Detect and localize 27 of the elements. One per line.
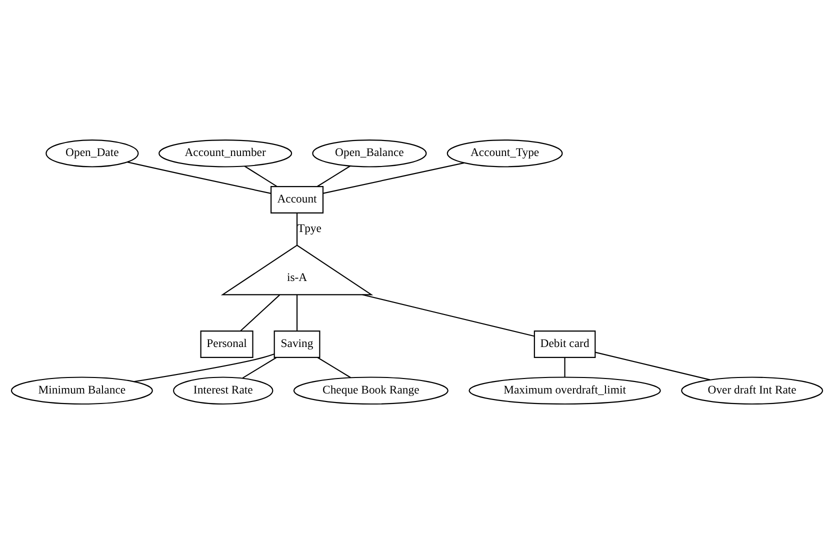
- node-box: Saving: [274, 330, 320, 358]
- node-box: Personal: [200, 330, 254, 358]
- node-ellipse: Over draft Int Rate: [681, 376, 824, 404]
- connector: [595, 351, 710, 380]
- connector: [317, 356, 351, 378]
- node-box: Debit card: [534, 330, 596, 358]
- node-box: Account: [270, 186, 324, 213]
- node-ellipse: Open_Date: [46, 138, 139, 167]
- connector: [134, 353, 274, 382]
- connector: [564, 357, 566, 377]
- node-ellipse: Account_Type: [446, 138, 563, 167]
- edge-label: Tpye: [297, 221, 322, 234]
- node-ellipse: Minimum Balance: [10, 376, 153, 404]
- node-ellipse: Account_number: [158, 138, 292, 167]
- node-ellipse: Open_Balance: [312, 138, 427, 167]
- connector: [127, 161, 272, 194]
- node-ellipse: Cheque Book Range: [293, 376, 448, 404]
- node-ellipse: Maximum overdraft_limit: [468, 376, 661, 404]
- connector: [296, 212, 298, 245]
- connector: [240, 294, 280, 331]
- connector: [244, 165, 278, 186]
- connector: [242, 356, 277, 378]
- connector: [316, 165, 350, 186]
- node-ellipse: Interest Rate: [173, 376, 274, 404]
- connector: [362, 294, 534, 336]
- connector: [323, 162, 464, 194]
- connector: [296, 294, 298, 330]
